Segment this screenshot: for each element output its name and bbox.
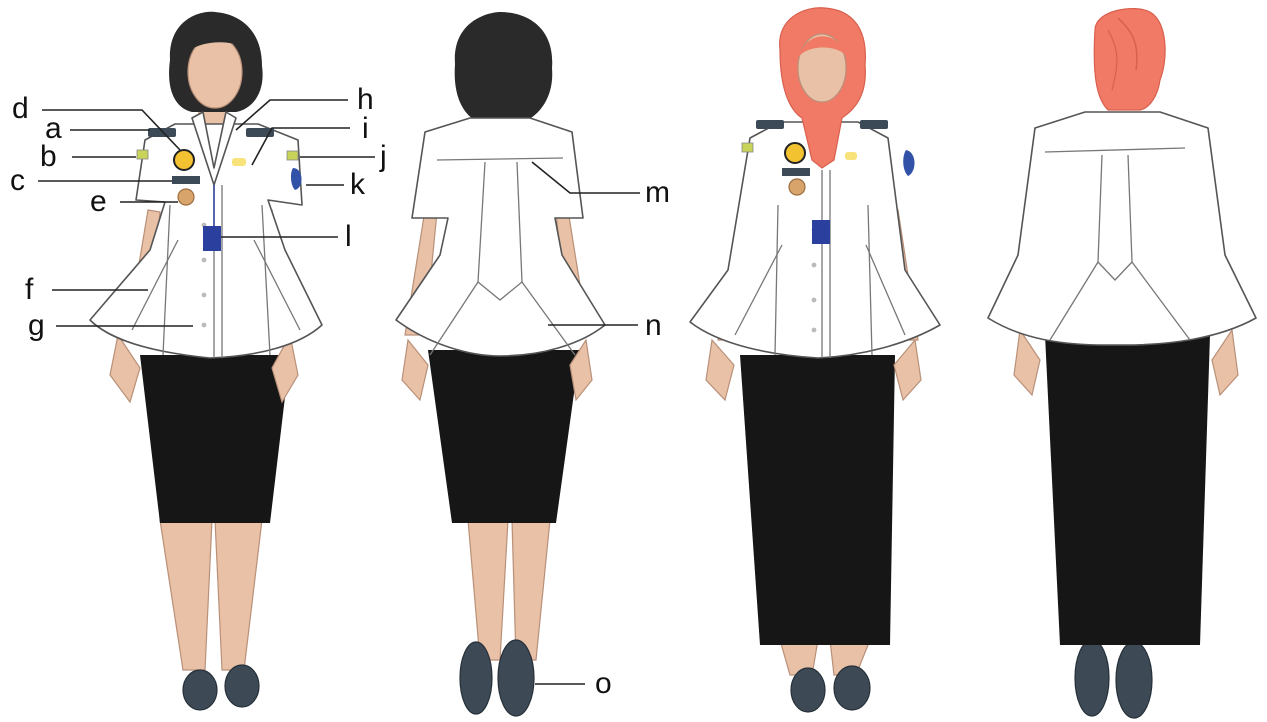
shoe-icon: [791, 668, 825, 712]
label-n: n: [645, 309, 662, 342]
figure-back-short-hair: [396, 12, 605, 716]
label-e: e: [90, 185, 107, 218]
label-f: f: [25, 273, 34, 306]
label-j: j: [379, 140, 387, 173]
figure-front-hijab: [690, 8, 940, 712]
label-o: o: [595, 667, 612, 700]
shoe-icon: [1075, 640, 1109, 716]
label-b: b: [40, 140, 57, 173]
label-d: d: [12, 92, 29, 125]
figure-back-hijab: [988, 9, 1256, 718]
label-i: i: [362, 112, 369, 145]
label-l: l: [345, 220, 352, 253]
shoe-icon: [460, 642, 492, 714]
label-c: c: [10, 164, 25, 197]
label-m: m: [645, 176, 670, 209]
label-k: k: [350, 168, 366, 201]
figure-front-short-hair: [90, 12, 322, 710]
label-g: g: [28, 309, 45, 342]
shoe-icon: [183, 670, 217, 710]
